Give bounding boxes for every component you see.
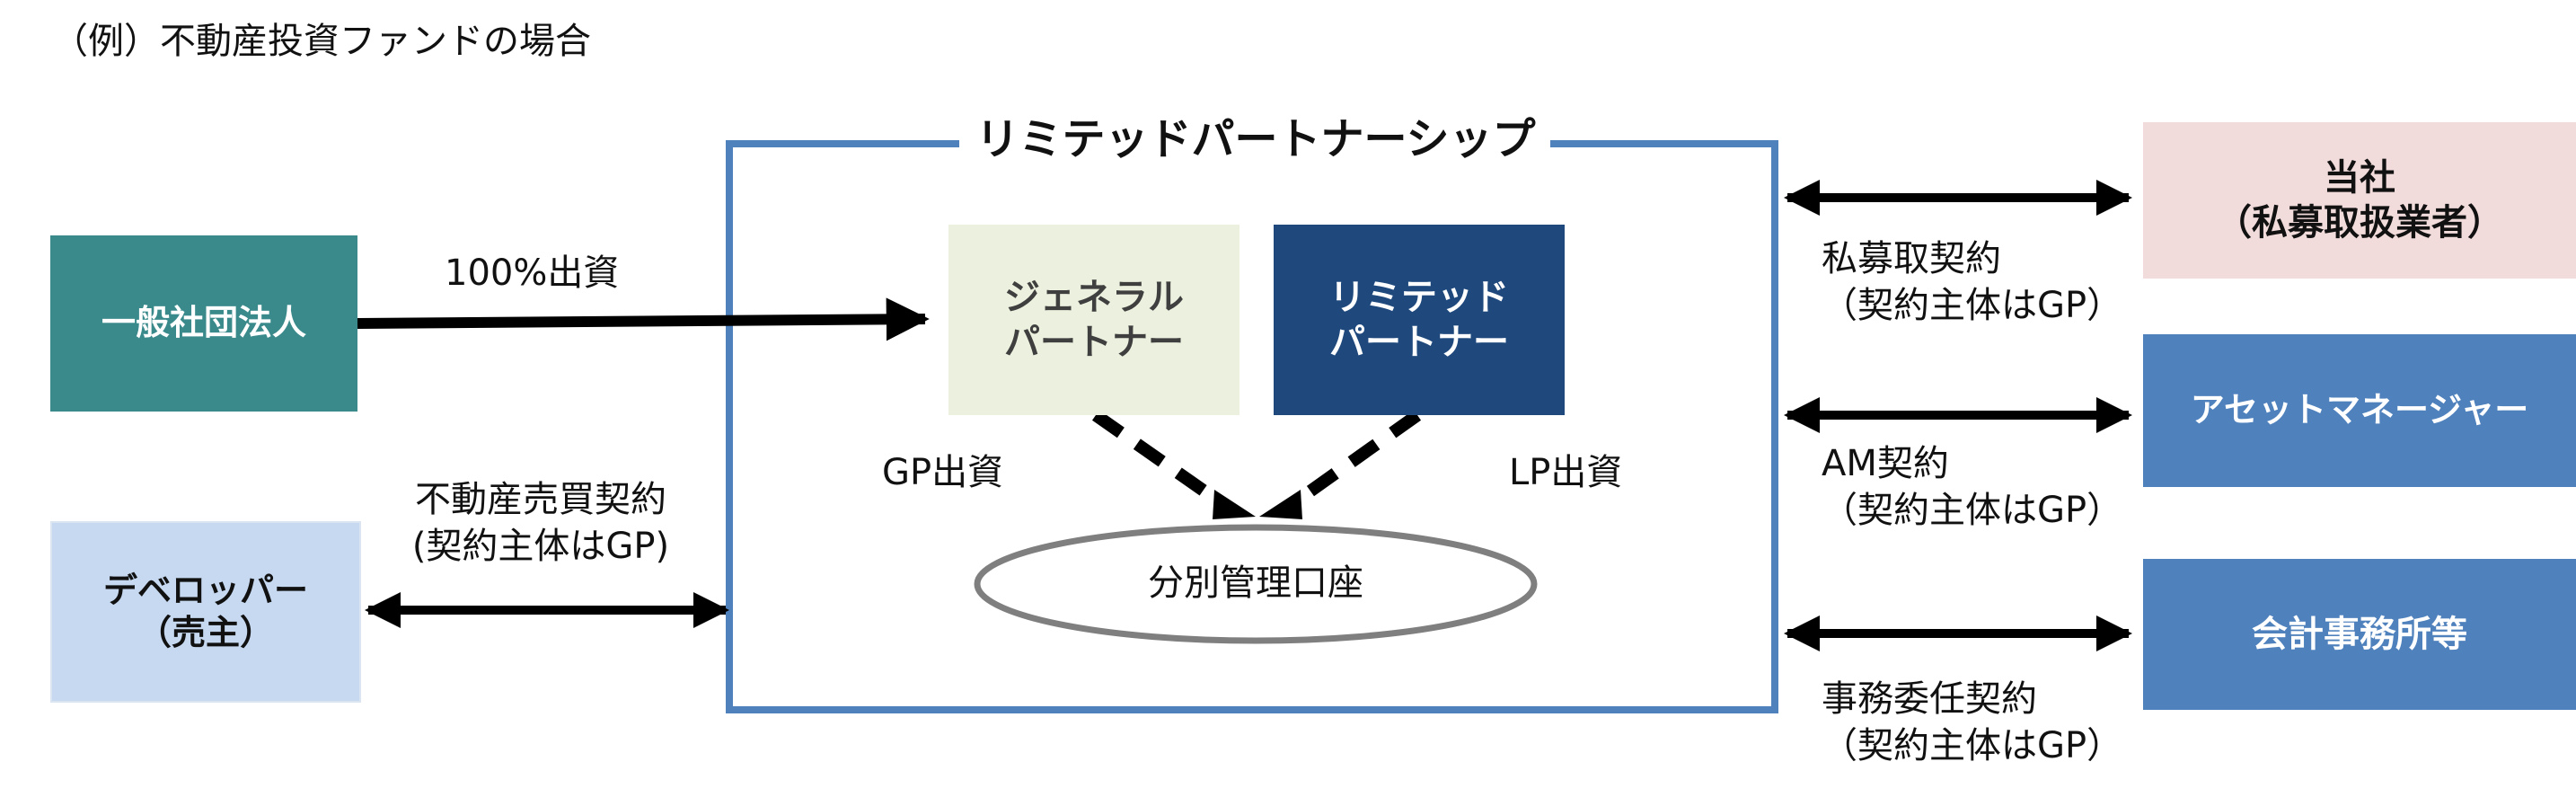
node-general-partner: ジェネラル パートナー <box>948 225 1239 415</box>
label-office-contract: 事務委任契約 （契約主体はGP） <box>1822 678 2123 766</box>
separate-account-label: 分別管理口座 <box>1148 562 1363 604</box>
arrow-association-to-gp <box>357 297 930 341</box>
node-limited-partner: リミテッド パートナー <box>1274 225 1565 415</box>
lps-frame <box>726 140 1778 713</box>
label-lp-investment: LP出資 <box>1509 452 1623 493</box>
node-general-association: 一般社団法人 <box>50 235 357 412</box>
node-company: 当社 （私募取扱業者） <box>2143 122 2576 279</box>
label-real-estate-sale: 不動産売買契約 (契約主体はGP) <box>411 479 670 567</box>
separate-account-ellipse <box>974 524 1538 644</box>
lps-frame-gap <box>961 135 1550 155</box>
node-asset-manager: アセットマネージャー <box>2143 334 2576 487</box>
label-investment-100: 100%出資 <box>445 252 620 294</box>
label-am-contract: AM契約 （契約主体はGP） <box>1822 443 2123 531</box>
dashed-arrow-lp-account <box>1289 410 1422 509</box>
lps-title: リミテッドパートナーシップ <box>975 114 1536 164</box>
label-gp-investment: GP出資 <box>882 452 1004 493</box>
dashed-arrow-gp-account <box>1091 410 1226 509</box>
caption: （例）不動産投資ファンドの場合 <box>52 21 591 62</box>
label-private-placement: 私募取契約 （契約主体はGP） <box>1822 238 2123 326</box>
arrowhead-gp-account <box>1213 490 1256 519</box>
arrowhead-lp-account <box>1259 490 1302 519</box>
node-developer: デベロッパー （売主） <box>50 521 361 703</box>
node-accounting-firm: 会計事務所等 <box>2143 559 2576 710</box>
